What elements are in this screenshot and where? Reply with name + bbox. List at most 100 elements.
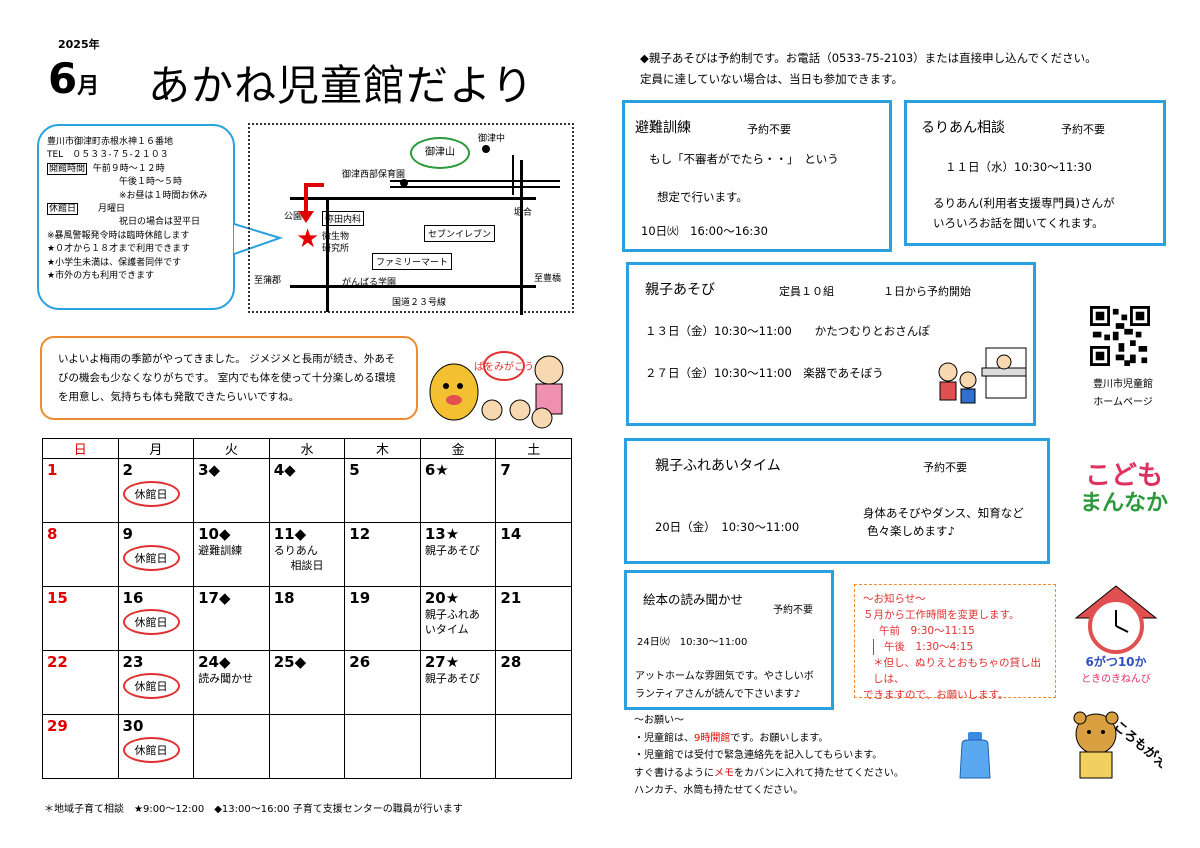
day-number: 12 (349, 525, 371, 543)
clock-illustration: 6がつ10か ときのきねんび (1074, 585, 1158, 685)
calendar-day-cell: 22 (42, 650, 119, 715)
evacuation-drill-panel: 避難訓練 予約不要 もし「不審者がでたら・・」 という 想定で行います。 10日… (622, 100, 892, 252)
closed-day-badge: 休館日 (122, 545, 180, 571)
oyako-title: 親子あそび (645, 282, 715, 298)
closed-day: 月曜日 (98, 204, 126, 215)
picture-book-note: 予約不要 (773, 605, 813, 616)
day-number: 17◆ (198, 589, 231, 607)
day-event: 親子あそび (424, 544, 480, 557)
month-suffix: 月 (77, 74, 100, 99)
calendar-day-cell: 6★ (419, 458, 497, 523)
access-map: 御津山 御津中 御津西部保育園 公園 弥田内科 微生物 研究所 セブンイレブン … (248, 123, 574, 315)
ruri-line-2: いろいろお話を聞いてくれます。 (933, 216, 1104, 230)
ruri-line-1: るりあん(利用者支援専門員)さんが (933, 196, 1115, 210)
weekday-thu: 木 (344, 438, 421, 459)
weekday-wed: 水 (268, 438, 346, 459)
day-number: 27★ (424, 653, 460, 671)
day-number: 5 (349, 461, 360, 479)
clock-text: 6がつ10か (1085, 654, 1146, 669)
calendar-day-cell (193, 714, 270, 779)
request-3c: をカバンに入れて持たせてください。 (734, 767, 904, 779)
picture-book-panel: 絵本の読み聞かせ 予約不要 24日㈫ 10:30～11:00 アットホームな雰囲… (624, 570, 834, 710)
calendar-day-cell: 10◆避難訓練 (193, 522, 270, 587)
notice-line-1: ◆親子あそびは予約制です。お電話（0533-75-2103）または直接申し込んで… (640, 51, 1097, 65)
calendar-day-cell: 8 (42, 522, 119, 587)
request-3b: メモ (714, 767, 734, 779)
clinic-label: 弥田内科 (322, 211, 365, 226)
ruri-time: １１日（水）10:30～11:30 (945, 160, 1092, 174)
calendar-day-cell: 24◆読み聞かせ (193, 650, 270, 715)
telephone: TEL ０５３３-７５-２１０３ (47, 150, 169, 161)
qr-caption-2: ホームページ (1093, 397, 1153, 408)
qr-caption: 豊川市児童館 ホームページ (1082, 376, 1164, 412)
day-event: 読み聞かせ (198, 672, 254, 685)
gakuen-label: がんばる学園 (342, 278, 397, 288)
month-title: 6月 (48, 54, 99, 103)
calendar-day-cell: 25◆ (268, 650, 346, 715)
calendar-header-row: 日 月 火 水 木 金 土 (42, 438, 572, 459)
to-toyohashi-label: 至豊橋 (534, 274, 562, 284)
note-age: ★０才から１８才まで利用できます (47, 244, 191, 255)
picture-book-line-1: アットホームな雰囲気です。やさしいボ (635, 671, 814, 682)
hours-am: 午前９時～１２時 (92, 163, 165, 174)
calendar-day-cell (495, 714, 572, 779)
day-event: 避難訓練 (198, 544, 243, 557)
announcement-line-2: 午前 9:30～11:15 (879, 625, 975, 637)
mitsuchu-label: 御津中 (478, 134, 506, 144)
announcement-box: ～お知らせ～ ５月から工作時間を変更します。 午前 9:30～11:15 午後 … (854, 584, 1056, 701)
day-number: 6★ (424, 461, 449, 479)
calendar-day-cell: 12 (344, 522, 421, 587)
day-number: 8 (47, 525, 58, 543)
calendar-day-cell: 29 (42, 714, 119, 779)
day-number: 20★ (424, 589, 460, 607)
weekday-sun: 日 (42, 438, 119, 459)
calendar-day-cell: 27★親子あそび (419, 650, 497, 715)
day-number: 13★ (424, 525, 460, 543)
intro-message: いよいよ梅雨の季節がやってきました。 ジメジメと長雨が続き、外あそびの機会も少な… (40, 336, 418, 420)
toothbrush-bubble: ぱをみがこう (474, 360, 534, 373)
requests: ～お願い～ ・児童館は、9時開館です。お願いします。 ・児童館では受付で緊急連絡… (634, 712, 904, 800)
address: 豊川市御津町赤根水神１６番地 (47, 137, 174, 147)
qr-caption-1: 豊川市児童館 (1093, 379, 1153, 390)
note-outside: ★市外の方も利用できます (47, 271, 155, 282)
logo-line-2: まんなか (1079, 491, 1168, 516)
year-label: 2025年 (58, 38, 100, 51)
notice-line-2: 定員に達していない場合は、当日も参加できます。 (640, 72, 904, 86)
day-event: 相談日 (290, 559, 324, 572)
evacuation-line-1: もし「不審者がでたら・・」 という (649, 152, 839, 166)
month-number: 6 (48, 54, 78, 103)
calendar-footnote: ＊地域子育て相談 ★9:00～12:00 ◆13:00～16:00 子育て支援セ… (44, 804, 463, 815)
announcement-line-4: ＊但し、ぬりえとおもちゃの貸し出しは、 (873, 657, 1041, 685)
day-number: 30 (122, 717, 144, 735)
hours-note: ※お昼は１時間お休み (119, 190, 208, 201)
ruri-title: るりあん相談 (921, 120, 1005, 136)
oyako-row-2: ２７日（金）10:30～11:00 楽器であそぼう (645, 366, 884, 380)
closed-label: 休館日 (47, 203, 79, 216)
request-line-4: ハンカチ、水筒も持たせてください。 (634, 785, 804, 796)
qr-code-icon[interactable] (1090, 306, 1150, 366)
request-3a: すぐ書けるように (634, 767, 714, 779)
request-line-3: すぐ書けるようにメモをカバンに入れて持たせてください。 (634, 765, 904, 783)
calendar-day-cell (268, 714, 346, 779)
mitsuyama-label: 御津山 (410, 137, 470, 169)
calendar-day-cell: 14 (495, 522, 572, 587)
day-number: 7 (500, 461, 511, 479)
requests-head: ～お願い～ (634, 715, 684, 726)
calendar-day-cell (419, 714, 497, 779)
ruri-consultation-panel: るりあん相談 予約不要 １１日（水）10:30～11:30 るりあん(利用者支援… (904, 100, 1166, 246)
bear-illustration: ころもがえ (1073, 711, 1162, 779)
fureai-time-panel: 親子ふれあいタイム 予約不要 20日（金） 10:30～11:00 身体あそびや… (624, 438, 1050, 564)
picture-book-title: 絵本の読み聞かせ (643, 592, 744, 607)
calendar-day-cell: 21 (495, 586, 572, 651)
day-number: 10◆ (198, 525, 231, 543)
weekday-fri: 金 (419, 438, 497, 459)
day-number: 11◆ (273, 525, 307, 543)
